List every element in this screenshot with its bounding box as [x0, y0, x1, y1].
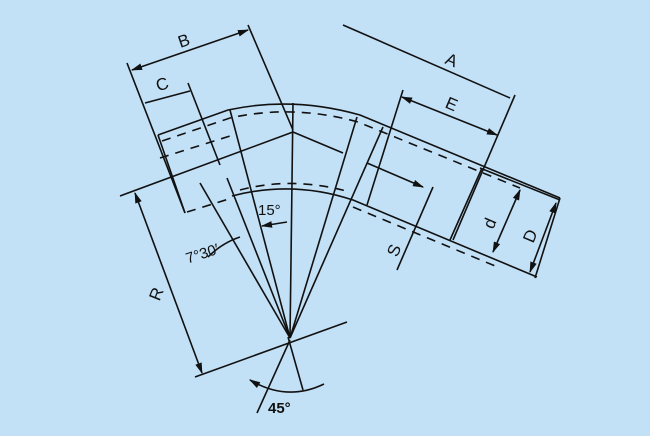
flow-arrow: [366, 162, 425, 188]
dimension-C: [144, 90, 191, 104]
label-R: R: [145, 285, 167, 304]
label-45-deg: 45°: [268, 400, 291, 417]
label-E: E: [443, 93, 461, 115]
dimension-E: [400, 96, 499, 136]
label-D: D: [519, 227, 541, 246]
angle-45-arc: [249, 379, 325, 393]
dimension-B: [130, 29, 250, 71]
label-A: A: [443, 49, 461, 71]
dimension-R: [134, 191, 203, 375]
radial-lines: [199, 102, 384, 339]
label-d: d: [479, 215, 500, 231]
dimension-d: [492, 188, 521, 254]
label-7-30-deg: 7°30′: [184, 241, 222, 268]
label-B: B: [175, 30, 192, 52]
right-end: [449, 167, 561, 241]
center-line: [119, 131, 344, 197]
dimension-D: [529, 201, 557, 274]
dimension-S: [396, 186, 434, 271]
outer-wall: [157, 103, 561, 199]
inner-wall-dashed: [159, 135, 501, 269]
label-15-deg: 15°: [258, 202, 281, 219]
inner-wall: [231, 188, 538, 278]
dimension-A: [342, 24, 511, 99]
label-C: C: [153, 73, 171, 95]
